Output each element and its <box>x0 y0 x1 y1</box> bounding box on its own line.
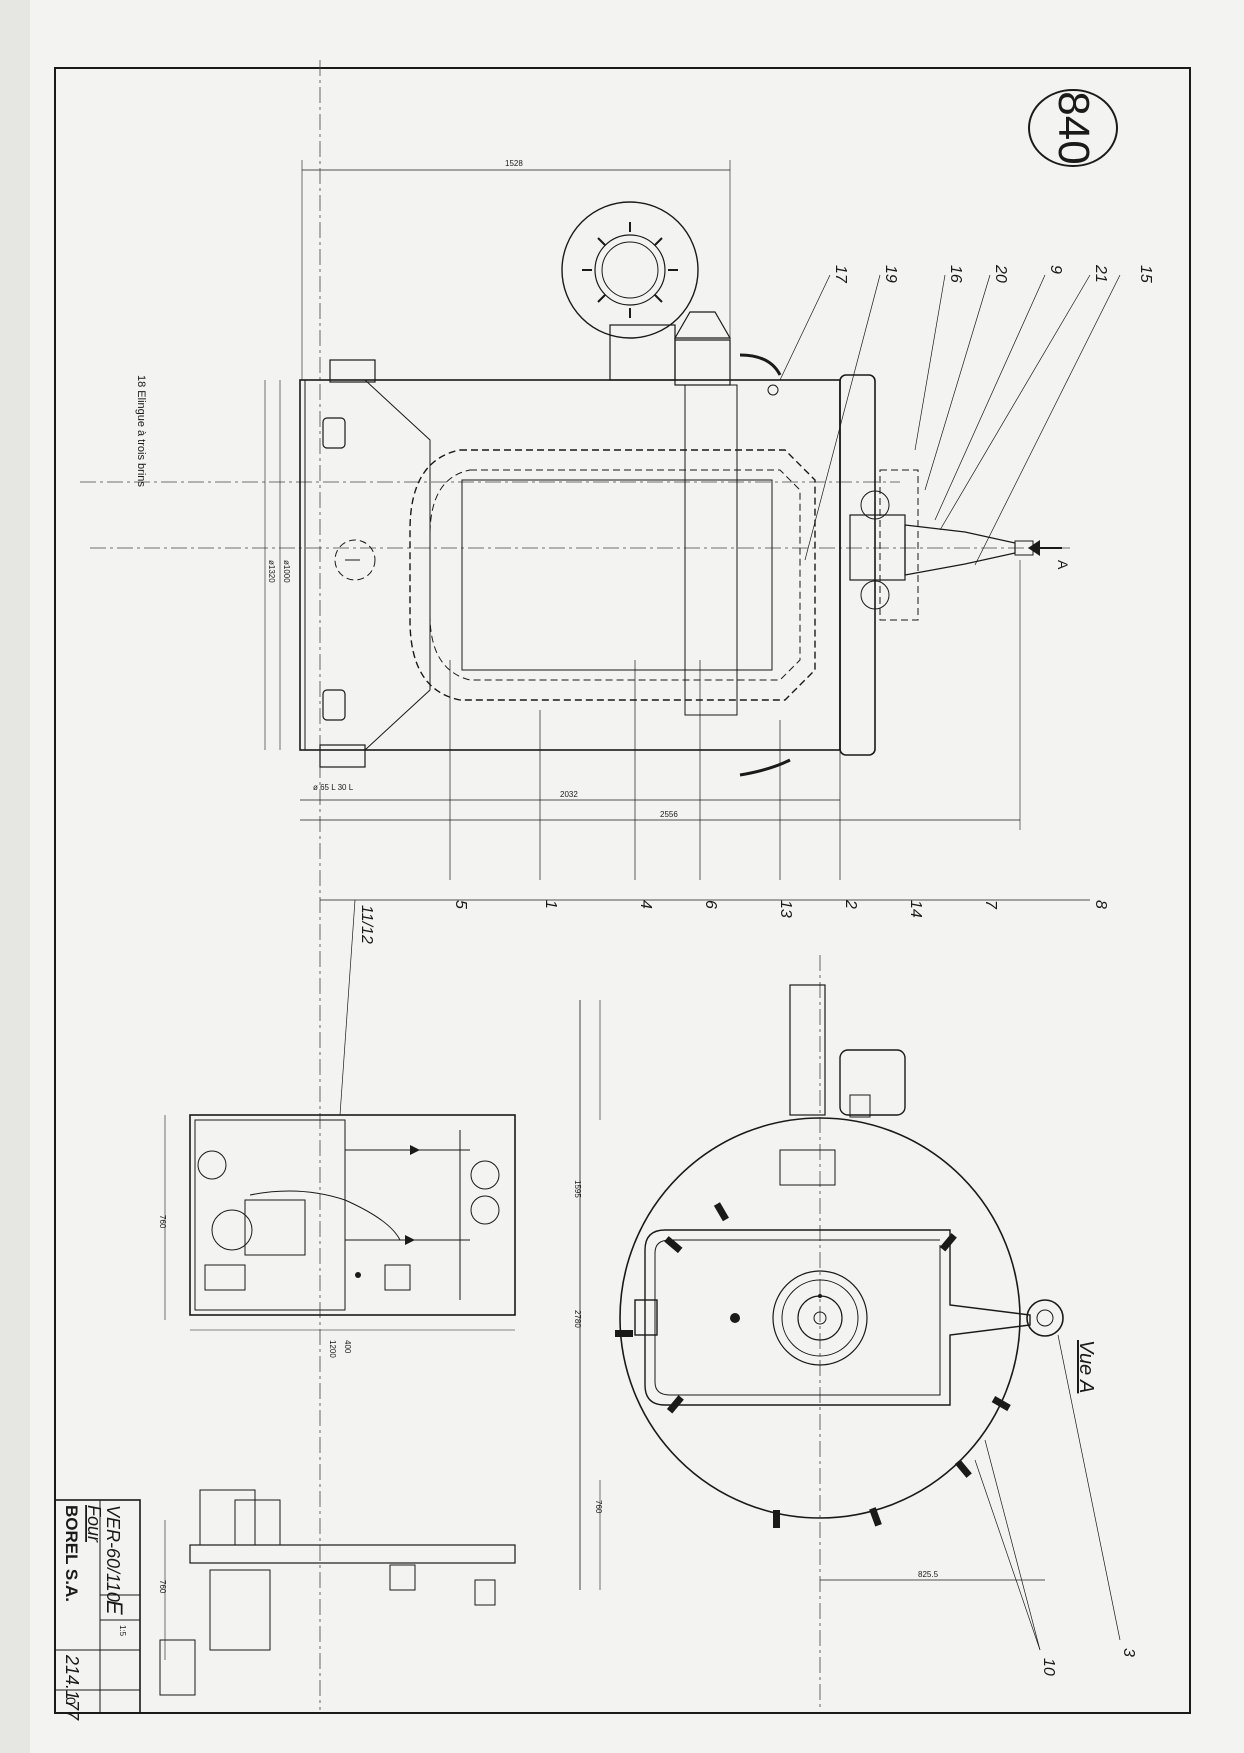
part-number: 15 <box>1137 265 1154 283</box>
drawing-frame <box>54 67 1191 1714</box>
leader-lines <box>320 274 1121 901</box>
stamp-number: 840 <box>1049 91 1098 164</box>
electrical-box <box>384 1264 411 1291</box>
hinge-block <box>634 1299 658 1336</box>
panel-label: 11/12 <box>358 905 375 944</box>
view-arrow-label: A <box>1055 560 1071 570</box>
panel-height-dimension: 760 <box>158 1215 167 1229</box>
drawing-index: E <box>102 1600 127 1615</box>
door-frame-inner <box>654 1239 941 1396</box>
burner-tube <box>684 384 738 716</box>
end-cap <box>299 379 431 751</box>
part-number: 9 <box>1047 265 1064 274</box>
inner-diameter-dimension: ø1000 <box>282 560 291 583</box>
part-number: 4 <box>637 900 654 909</box>
gauge <box>470 1160 500 1190</box>
part-number: 8 <box>1092 900 1109 909</box>
revision: 0 <box>63 1697 79 1705</box>
gauge <box>470 1195 500 1225</box>
drawing-stamp: 840 <box>1028 89 1118 167</box>
inspection-port <box>322 689 346 721</box>
terminal-box <box>849 1094 871 1118</box>
flange-outer <box>772 1270 868 1366</box>
fan-motor <box>839 1049 906 1116</box>
side-motor <box>199 1489 256 1546</box>
view-title: Vue A <box>1075 1340 1097 1393</box>
outlet-nozzle <box>849 469 1034 621</box>
leader-lines <box>974 1334 1121 1651</box>
part-number: 21 <box>1092 264 1109 283</box>
pump <box>244 1199 306 1256</box>
height-dimension: 760 <box>594 1500 603 1514</box>
part-number: 19 <box>882 265 899 283</box>
paper-edge <box>0 0 30 1753</box>
burner-cone <box>673 311 732 339</box>
side-height-dimension: 760 <box>158 1580 167 1594</box>
door-frame <box>644 1229 1031 1406</box>
fan-flange <box>779 1149 836 1186</box>
panel-side-base <box>189 1544 516 1564</box>
heating-chamber <box>461 479 773 671</box>
fan-duct <box>789 984 826 1116</box>
part-number: 14 <box>907 900 924 918</box>
side-pump <box>209 1569 271 1651</box>
end-view-a: 1595 2780 760 825.5 Vue A 3 10 <box>573 955 1137 1710</box>
part-number: 10 <box>1040 1658 1057 1676</box>
part-number: 16 <box>947 265 964 283</box>
control-panel <box>189 1114 516 1316</box>
vessel-circle <box>619 1117 1021 1519</box>
inner-vessel <box>429 469 801 681</box>
flange-inner <box>781 1279 859 1357</box>
handle <box>739 758 791 777</box>
bolt <box>767 384 779 396</box>
furnace-door <box>839 374 876 756</box>
company-name: BOREL S.A. <box>62 1505 81 1602</box>
drain-point <box>730 1313 740 1323</box>
hinge-pivot <box>1026 1299 1064 1337</box>
handle <box>739 353 782 376</box>
door-clamps <box>615 1202 1011 1528</box>
burner-housing <box>674 339 731 386</box>
furnace-casing <box>299 379 841 751</box>
part-number: 1 <box>542 900 559 909</box>
drawing-scale: 1:5 <box>118 1625 127 1637</box>
width-dimension: 1528 <box>505 159 523 168</box>
height-dimension: 2780 <box>573 1310 582 1328</box>
combustion-fan <box>561 201 699 381</box>
part-number: 3 <box>1120 1648 1137 1657</box>
outer-diameter-dimension: ø1320 <box>267 560 276 583</box>
sling-note: 18 Elingue à trois brins <box>135 375 147 487</box>
inspection-port <box>322 417 346 449</box>
panel-depth-dimension: 400 <box>343 1340 352 1354</box>
control-panel-view: 11/12 760 1200 400 760 <box>158 899 516 1660</box>
vessel-outline <box>409 449 816 701</box>
pressure-gauge <box>197 1150 227 1180</box>
overall-length-dimension: 2556 <box>660 810 678 819</box>
offset-dimension: 825.5 <box>918 1570 939 1579</box>
drawing-number: 214.177 <box>62 1654 82 1721</box>
furnace-side-view: 1528 <box>80 60 1154 1710</box>
part-number: 20 <box>992 264 1009 283</box>
body-length-dimension: 2032 <box>560 790 578 799</box>
drawing-designation: Four <box>84 1505 104 1543</box>
part-number: 5 <box>452 900 469 909</box>
title-block: VER-60/110 Four BOREL S.A. E 1:5 214.177… <box>54 1499 196 1721</box>
part-number: 17 <box>832 265 849 284</box>
part-number: 13 <box>777 900 794 918</box>
part-number: 6 <box>702 900 719 909</box>
nozzle-center <box>813 1311 827 1325</box>
support-dimension: ø 65 L 30 L <box>313 783 354 792</box>
approval-box <box>159 1639 196 1696</box>
lifting-lug <box>329 359 376 383</box>
part-number: 2 <box>842 899 859 909</box>
pump-motor <box>211 1209 253 1251</box>
part-number: 7 <box>982 900 999 910</box>
pipe <box>249 1190 401 1241</box>
height-dimension: 1595 <box>573 1180 582 1198</box>
pump-section <box>194 1119 346 1311</box>
support-foot <box>319 744 366 768</box>
drawing-reference: VER-60/110 <box>103 1505 123 1602</box>
panel-width-dimension: 1200 <box>328 1340 337 1358</box>
